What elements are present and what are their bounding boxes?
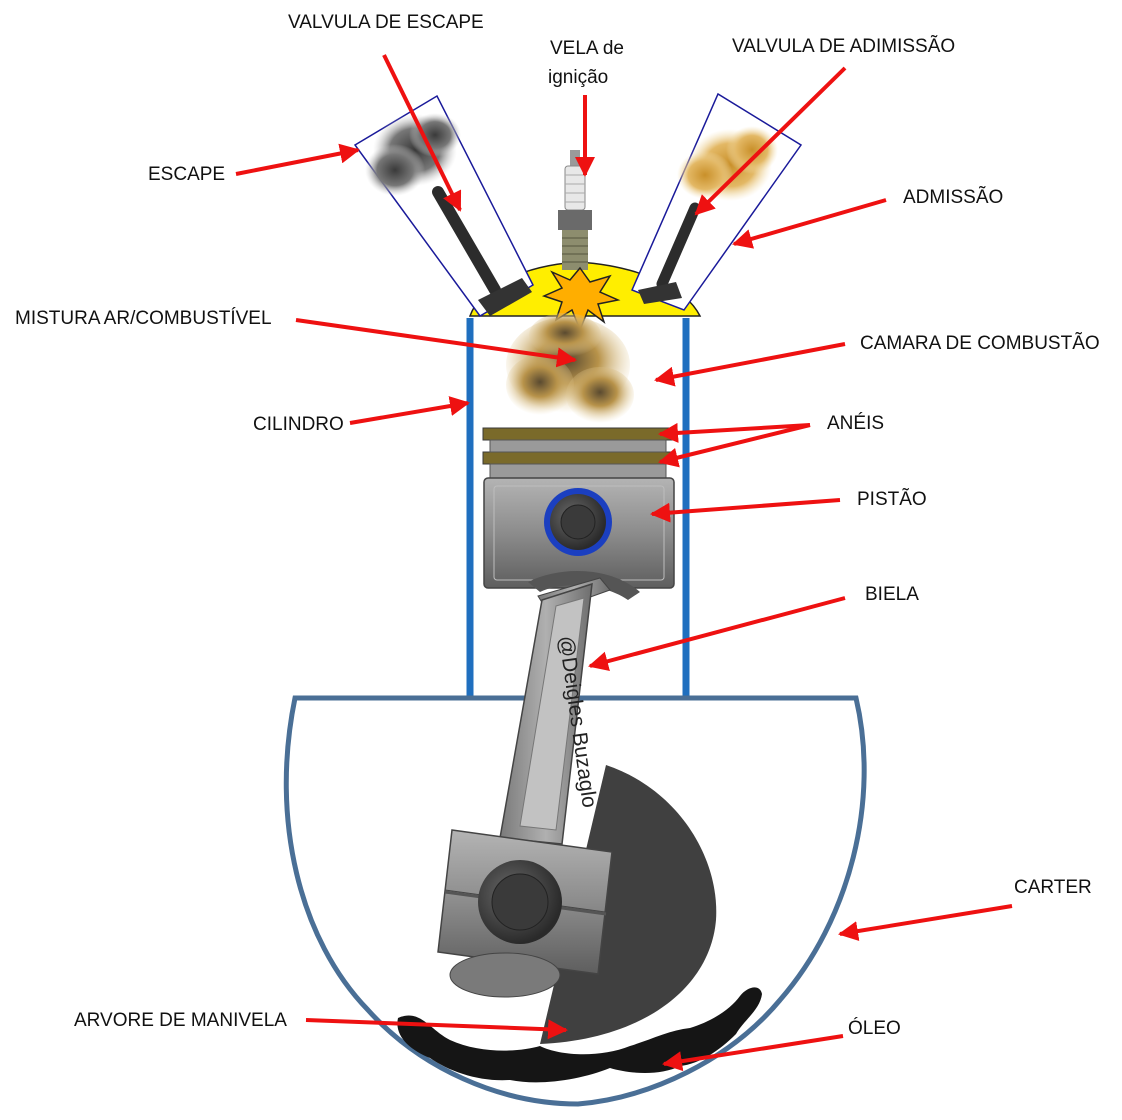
- label-spark-plug-line1: VELA de: [550, 38, 624, 59]
- intake-valve: [638, 202, 701, 304]
- intake-mixture: [677, 126, 778, 201]
- arrow-chamber: [654, 342, 846, 387]
- arrow-intake: [732, 198, 887, 249]
- crankcase: [283, 695, 867, 1107]
- label-piston: PISTÃO: [857, 489, 927, 510]
- label-cylinder: CILINDRO: [253, 414, 344, 435]
- arrow-rod: [588, 596, 846, 672]
- air-fuel-mixture-cloud: [506, 313, 634, 423]
- arrow-exhaust: [235, 143, 360, 176]
- piston: [483, 477, 675, 589]
- label-intake: ADMISSÃO: [903, 187, 1004, 208]
- piston-ring-upper: [482, 427, 674, 441]
- intake-port: [630, 92, 803, 311]
- arrow-oil: [662, 1034, 844, 1072]
- arrow-exhaust-valve: [382, 54, 462, 212]
- label-combustion-chamber: CAMARA DE COMBUSTÃO: [860, 333, 1100, 354]
- label-crankcase: CARTER: [1014, 877, 1092, 898]
- arrow-intake-valve: [694, 66, 847, 216]
- exhaust-smoke: [365, 113, 461, 196]
- label-air-fuel-mixture: MISTURA AR/COMBUSTÍVEL: [15, 308, 272, 329]
- label-intake-valve: VALVULA DE ADIMISSÃO: [732, 36, 956, 57]
- arrow-cylinder: [349, 396, 470, 425]
- label-exhaust-valve: VALVULA DE ESCAPE: [288, 12, 484, 33]
- arrow-crankshaft: [305, 1018, 568, 1040]
- label-spark-plug-line2: ignição: [548, 67, 609, 88]
- arrow-ring-upper: [658, 422, 811, 443]
- label-connecting-rod: BIELA: [865, 584, 919, 605]
- label-oil: ÓLEO: [848, 1018, 901, 1039]
- crank-big-end: [437, 829, 613, 998]
- label-rings: ANÉIS: [827, 413, 885, 434]
- arrow-crankcase: [838, 904, 1013, 941]
- arrow-ring-lower: [658, 423, 811, 468]
- label-crankshaft: ARVORE DE MANIVELA: [74, 1010, 287, 1031]
- piston-ring-lower: [482, 451, 674, 465]
- arrow-piston: [650, 498, 841, 523]
- annotation-arrows: [235, 54, 1013, 1072]
- label-exhaust: ESCAPE: [148, 164, 226, 185]
- crank-counterweight: [540, 765, 717, 1044]
- arrow-air-fuel: [295, 318, 577, 368]
